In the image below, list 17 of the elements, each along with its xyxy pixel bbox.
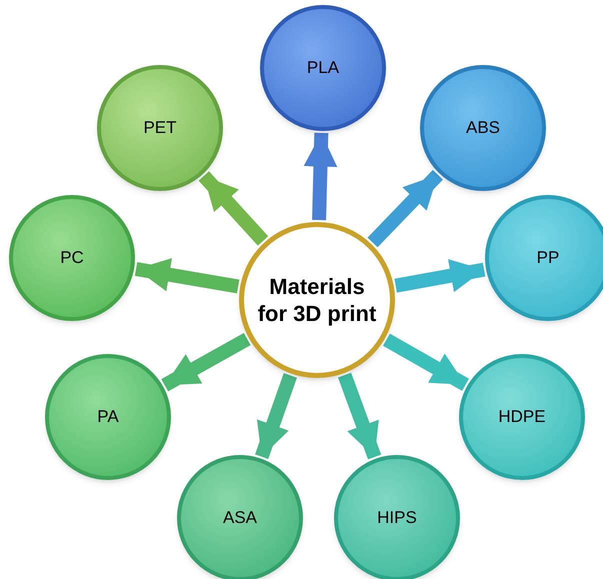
block-arrow [161,332,251,392]
node-label: Materials for 3D print [256,272,378,328]
node-label: PET [142,117,178,139]
node-label: PLA [306,57,340,79]
node-label: PP [536,247,560,269]
block-arrow [368,170,443,248]
node-label: HIPS [376,507,418,529]
block-arrow [383,334,470,391]
node-label: PC [59,247,85,269]
block-arrow [394,259,486,293]
node-label: PA [96,406,120,428]
node-label: ASA [222,507,258,529]
block-arrow [134,258,240,294]
node-label: HDPE [497,406,547,428]
block-arrow [304,132,338,220]
node-label: ABS [464,117,502,139]
block-arrow [198,171,268,246]
